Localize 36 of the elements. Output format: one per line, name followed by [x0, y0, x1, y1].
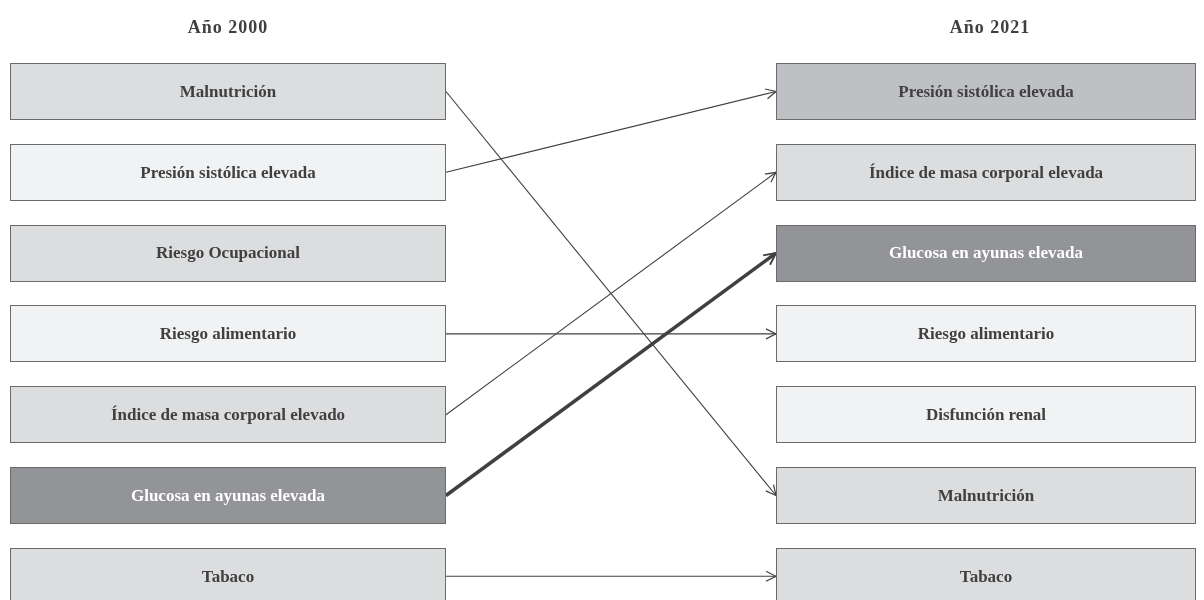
- factor-label: Glucosa en ayunas elevada: [130, 484, 326, 507]
- arrow: [445, 90, 777, 497]
- arrow: [445, 570, 777, 582]
- factor-label: Tabaco: [959, 565, 1013, 588]
- factor-label: Índice de masa corporal elevada: [868, 161, 1104, 184]
- factor-box: [10, 224, 446, 282]
- column-heading: Año 2000: [187, 16, 269, 39]
- factor-box: [10, 386, 446, 444]
- factor-label: Disfunción renal: [925, 403, 1047, 426]
- factor-label: Riesgo Ocupacional: [155, 242, 300, 265]
- factor-box: [776, 63, 1196, 120]
- factor-box: [10, 467, 446, 524]
- factor-box: [776, 547, 1196, 600]
- factor-label: Presión sistólica elevada: [140, 161, 316, 184]
- factor-box: [776, 467, 1196, 524]
- factor-label: Malnutrición: [937, 484, 1035, 507]
- factor-label: Tabaco: [201, 565, 255, 588]
- factor-box: [776, 305, 1196, 363]
- factor-box: [776, 386, 1196, 444]
- arrow: [445, 88, 777, 173]
- arrow: [445, 171, 777, 416]
- arrow: [444, 251, 778, 497]
- factor-box: [10, 63, 446, 120]
- factor-box: [10, 143, 446, 201]
- factor-box: [10, 547, 446, 600]
- factor-label: Presión sistólica elevada: [898, 80, 1074, 103]
- factor-label: Riesgo alimentario: [917, 323, 1055, 346]
- factor-box: [776, 224, 1196, 282]
- factor-label: Riesgo alimentario: [159, 323, 297, 346]
- factor-label: Malnutrición: [179, 80, 277, 103]
- factor-box: [776, 143, 1196, 201]
- factor-label: Glucosa en ayunas elevada: [888, 242, 1084, 265]
- column-heading: Año 2021: [949, 16, 1031, 39]
- arrow: [445, 328, 777, 340]
- factor-label: Índice de masa corporal elevado: [110, 403, 346, 426]
- factor-box: [10, 305, 446, 363]
